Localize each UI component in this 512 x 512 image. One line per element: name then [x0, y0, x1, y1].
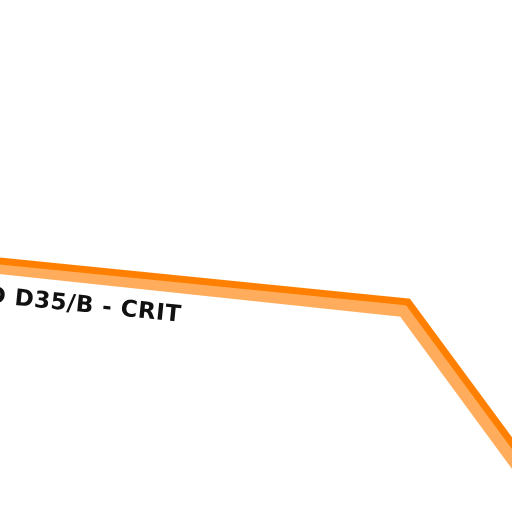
road-fill-band	[0, 260, 512, 469]
road[interactable]	[0, 257, 512, 469]
road-casing-line	[0, 257, 512, 450]
